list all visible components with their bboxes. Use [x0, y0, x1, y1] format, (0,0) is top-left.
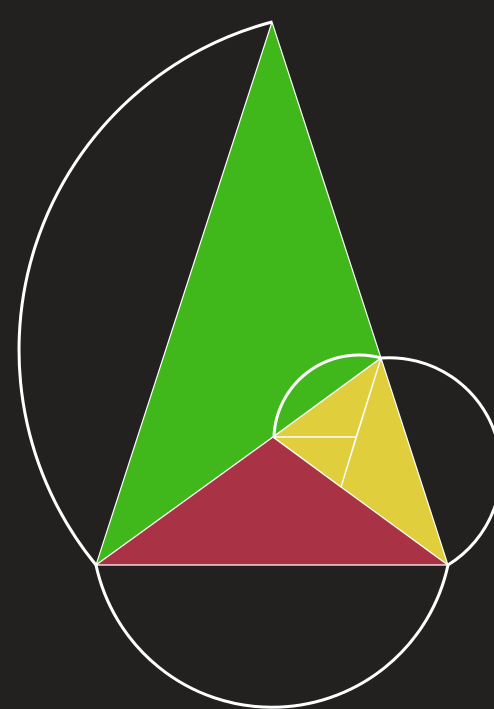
division-line-inner: [340, 357, 382, 488]
division-line-top: [272, 357, 382, 438]
spiral-arc-right: [380, 356, 494, 567]
spiral-arc-large-left: [17, 20, 273, 566]
division-line-bottom: [272, 436, 342, 488]
spiral-arc-bottom: [94, 564, 450, 709]
spiral-arc-small-top: [272, 353, 382, 437]
